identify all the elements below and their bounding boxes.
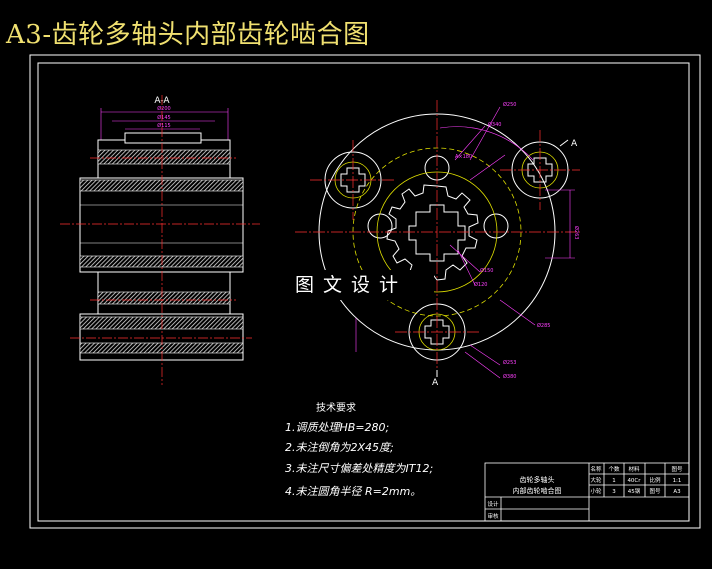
page-title: A3-齿轮多轴头内部齿轮啮合图 [6, 20, 370, 50]
header-material: 材料 [628, 465, 640, 473]
dim-d120: Ø120 [474, 281, 487, 288]
mid-gear-hatch [97, 291, 231, 305]
cut-marker-top: A [571, 139, 578, 149]
dim-d340: Ø340 [488, 121, 501, 128]
cut-marker-bottom: A [432, 378, 439, 388]
header-name: 名称 [590, 465, 602, 473]
row2-material: 45钢 [628, 487, 641, 495]
main-gear-hatch-bottom [79, 255, 244, 268]
header-qty: 个数 [608, 465, 620, 473]
row2-qty: 3 [612, 489, 616, 495]
bottom-gear-hatch [79, 316, 244, 330]
row2-label: 图号 [649, 487, 661, 495]
drawing-name-line2: 内部齿轮啮合图 [513, 486, 562, 495]
row1-value: 1:1 [673, 478, 682, 484]
row2-value: A3 [673, 489, 681, 495]
section-view: A-A Ø200 Ø145 Ø115 [60, 95, 260, 385]
tech-req-item-2: 2.未注倒角为2X45度; [285, 441, 394, 454]
front-view: Ø250 Ø340 A×180 Ø150 Ø120 Ø263 Ø253 Ø380… [295, 100, 580, 388]
dim-a180: A×180 [455, 154, 472, 160]
section-dim-3: Ø115 [157, 122, 170, 129]
footer-review: 审核 [487, 512, 499, 520]
bolt-hole-right [483, 213, 509, 239]
inner-frame [37, 62, 690, 522]
planet-gear-right-bore [527, 157, 553, 183]
section-dim-2: Ø145 [157, 114, 170, 121]
title-block: 齿轮多轴头 内部齿轮啮合图 名称 个数 材料 图号 大轮 1 40Cr 比例 1… [484, 462, 690, 522]
row1-qty: 1 [612, 478, 616, 484]
section-dim-1: Ø200 [157, 105, 170, 112]
tech-req-heading: 技术要求 [316, 401, 356, 414]
technical-requirements: 技术要求 1.调质处理HB=280; 2.未注倒角为2X45度; 3.未注尺寸偏… [285, 401, 433, 498]
top-gear-hub [124, 132, 202, 144]
row1-material: 40Cr [627, 478, 641, 484]
planet-gear-bottom-bore [424, 319, 450, 345]
row1-label: 比例 [649, 476, 661, 484]
tech-req-item-3: 3.未注尺寸偏差处精度为IT12; [285, 462, 433, 475]
large-gear-bore [408, 204, 466, 262]
bottom-gear-hatch-2 [79, 342, 244, 354]
dim-d253: Ø253 [503, 359, 516, 366]
watermark: 图文设计 [268, 270, 434, 300]
dim-d285: Ø285 [537, 322, 550, 329]
planet-gear-left-bore [340, 167, 366, 193]
dim-d250: Ø250 [503, 101, 516, 108]
tech-req-item-4: 4.未注圆角半径 R=2mm。 [285, 485, 421, 498]
drawing-name-line1: 齿轮多轴头 [520, 475, 555, 484]
dim-d263: Ø263 [573, 226, 580, 239]
footer-design: 设计 [487, 500, 499, 508]
section-label: A-A [154, 96, 170, 106]
top-gear-hatch [97, 149, 231, 165]
dim-d150: Ø150 [480, 267, 493, 274]
tech-req-item-1: 1.调质处理HB=280; [285, 421, 389, 434]
bolt-hole-left [367, 213, 393, 239]
outer-frame [29, 54, 701, 529]
main-gear-hatch-top [79, 179, 244, 192]
large-gear-spline [386, 184, 479, 281]
row2-name: 小轮 [590, 487, 602, 495]
dim-d380: Ø380 [503, 373, 516, 380]
header-drawing-no: 图号 [671, 465, 683, 473]
row1-name: 大轮 [590, 476, 602, 484]
